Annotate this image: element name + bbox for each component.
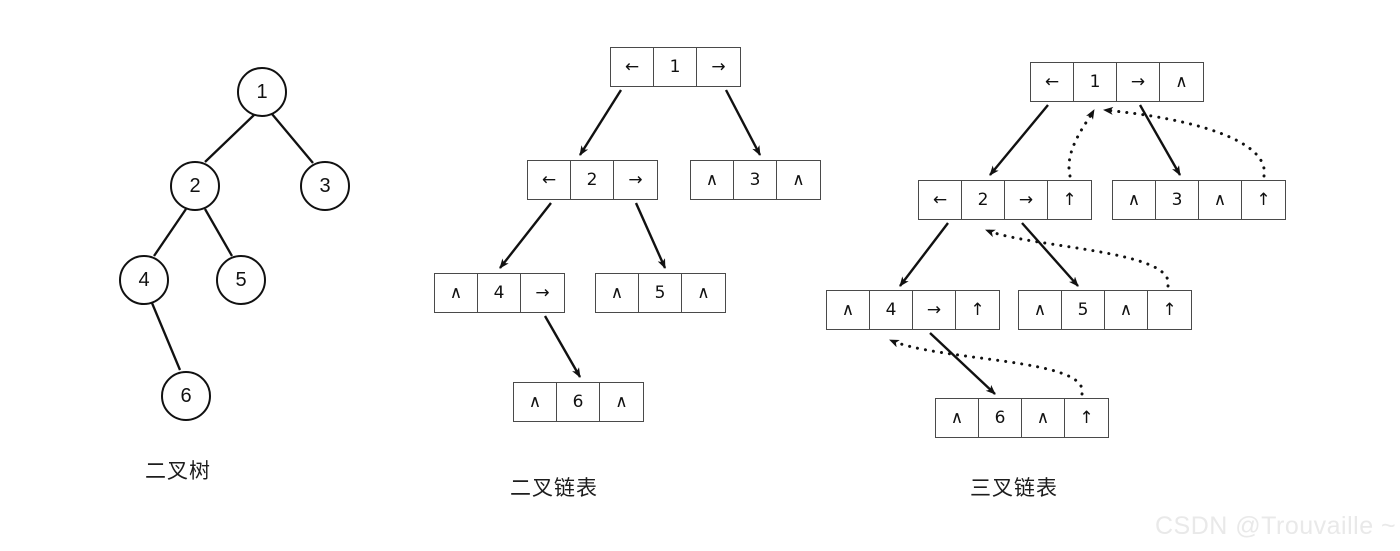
tlist-parent-2-1 xyxy=(1067,108,1096,178)
tlist-node-1: ← 1 → ∧ xyxy=(1030,62,1204,102)
tree-node-4: 4 xyxy=(119,255,169,305)
tlist-cell-parent: ↑ xyxy=(1162,300,1177,320)
blist-node-4: ∧ 4 → xyxy=(434,273,565,313)
tlist-cell-rchild: ∧ xyxy=(1105,291,1148,329)
tlist-node-5: ∧ 5 ∧ ↑ xyxy=(1018,290,1192,330)
tlist-cell-rchild: ∧ xyxy=(1022,399,1065,437)
caption-binary-linked-list: 二叉链表 xyxy=(510,476,598,500)
blist-node-5: ∧ 5 ∧ xyxy=(595,273,726,313)
tree-node-label: 6 xyxy=(180,384,192,407)
tlist-cell-data: 6 xyxy=(979,399,1022,437)
tree-edge-2-5 xyxy=(204,208,233,257)
blist-cell-data: 5 xyxy=(639,274,682,312)
blist-cell-lchild: ∧ xyxy=(435,274,478,312)
tree-edge-4-6 xyxy=(150,302,182,371)
blist-cell-lchild: ∧ xyxy=(691,161,734,199)
watermark: CSDN @Trouvaille ~ xyxy=(1155,512,1397,540)
tlist-cell-rchild: → xyxy=(1117,63,1160,101)
blist-cell-rchild: ∧ xyxy=(615,392,628,412)
caption-binary-tree: 二叉树 xyxy=(145,459,211,483)
blist-link-4-6 xyxy=(543,315,582,378)
tlist-node-6: ∧ 6 ∧ ↑ xyxy=(935,398,1109,438)
tlist-cell-parent: ∧ xyxy=(1175,72,1188,92)
tree-edge-1-3 xyxy=(271,113,314,164)
tlist-cell-lchild: ∧ xyxy=(827,291,870,329)
tree-node-1: 1 xyxy=(237,67,287,117)
tlist-link-2-5 xyxy=(1021,222,1079,287)
blist-cell-data: 3 xyxy=(734,161,777,199)
blist-cell-rchild: → xyxy=(711,57,726,77)
tlist-cell-rchild: ∧ xyxy=(1199,181,1242,219)
blist-cell-rchild: ∧ xyxy=(792,170,805,190)
tree-node-6: 6 xyxy=(161,371,211,421)
tree-node-label: 4 xyxy=(138,268,150,291)
tlist-node-2: ← 2 → ↑ xyxy=(918,180,1092,220)
tlist-cell-lchild: ∧ xyxy=(936,399,979,437)
tlist-cell-parent: ↑ xyxy=(1062,190,1077,210)
blist-node-1: ← 1 → xyxy=(610,47,741,87)
tlist-cell-rchild: → xyxy=(1005,181,1048,219)
blist-cell-lchild: ∧ xyxy=(514,383,557,421)
blist-cell-rchild: → xyxy=(628,170,643,190)
tlist-cell-data: 4 xyxy=(870,291,913,329)
tlist-cell-lchild: ← xyxy=(1031,63,1074,101)
tlist-link-4-6 xyxy=(929,332,996,395)
tree-edge-2-4 xyxy=(153,208,187,257)
blist-cell-data: 1 xyxy=(654,48,697,86)
tlist-cell-lchild: ∧ xyxy=(1019,291,1062,329)
tree-node-label: 5 xyxy=(235,268,247,291)
tlist-link-2-4 xyxy=(899,222,949,287)
tree-node-label: 3 xyxy=(319,174,331,197)
blist-link-2-5 xyxy=(634,202,667,269)
tlist-parent-5-2 xyxy=(984,228,1170,288)
tlist-parent-3-1 xyxy=(1102,106,1266,178)
blist-cell-data: 6 xyxy=(557,383,600,421)
binary-list-links xyxy=(499,89,762,378)
tlist-child-links xyxy=(899,104,1182,395)
blist-cell-rchild: → xyxy=(535,283,550,303)
tree-node-label: 2 xyxy=(189,174,201,197)
blist-link-1-3 xyxy=(724,89,762,156)
blist-cell-rchild: ∧ xyxy=(697,283,710,303)
blist-cell-lchild: ← xyxy=(528,161,571,199)
tree-node-3: 3 xyxy=(300,161,350,211)
tlist-link-1-3 xyxy=(1138,104,1182,176)
blist-node-6: ∧ 6 ∧ xyxy=(513,382,644,422)
blist-cell-data: 2 xyxy=(571,161,614,199)
tlist-cell-parent: ↑ xyxy=(1256,190,1271,210)
tree-edges xyxy=(150,113,314,371)
tlist-node-3: ∧ 3 ∧ ↑ xyxy=(1112,180,1286,220)
blist-link-2-4 xyxy=(499,202,552,269)
tlist-cell-lchild: ← xyxy=(919,181,962,219)
blist-cell-lchild: ← xyxy=(611,48,654,86)
caption-ternary-linked-list: 三叉链表 xyxy=(970,476,1058,500)
blist-link-1-2 xyxy=(578,89,623,156)
tlist-cell-data: 2 xyxy=(962,181,1005,219)
tlist-cell-lchild: ∧ xyxy=(1113,181,1156,219)
tlist-cell-parent: ↑ xyxy=(1079,408,1094,428)
blist-node-2: ← 2 → xyxy=(527,160,658,200)
tlist-cell-data: 1 xyxy=(1074,63,1117,101)
blist-node-3: ∧ 3 ∧ xyxy=(690,160,821,200)
blist-cell-lchild: ∧ xyxy=(596,274,639,312)
tlist-parent-links xyxy=(888,106,1266,396)
tree-node-label: 1 xyxy=(256,80,268,103)
blist-cell-data: 4 xyxy=(478,274,521,312)
tlist-link-1-2 xyxy=(989,104,1049,176)
tree-node-5: 5 xyxy=(216,255,266,305)
tlist-cell-data: 5 xyxy=(1062,291,1105,329)
tlist-cell-data: 3 xyxy=(1156,181,1199,219)
tree-node-2: 2 xyxy=(170,161,220,211)
tlist-node-4: ∧ 4 → ↑ xyxy=(826,290,1000,330)
tlist-cell-parent: ↑ xyxy=(970,300,985,320)
tree-edge-1-2 xyxy=(204,114,255,163)
tlist-cell-rchild: → xyxy=(913,291,956,329)
